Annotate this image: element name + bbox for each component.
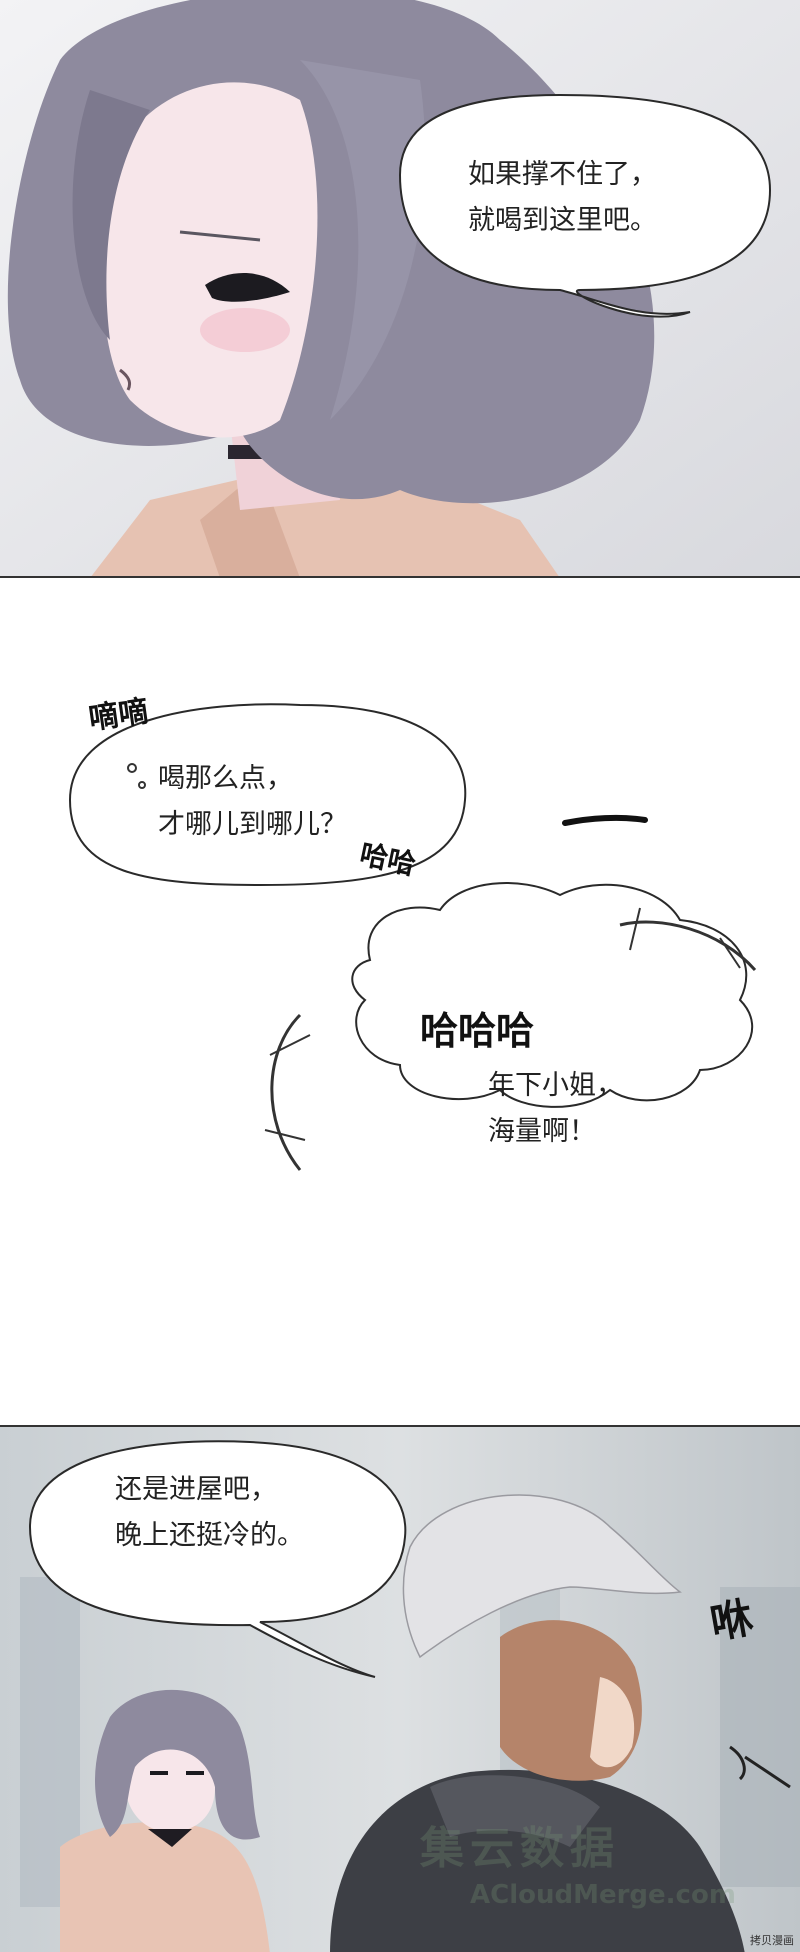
panel-top-art	[0, 0, 800, 576]
man-jacket	[330, 1769, 745, 1952]
emphasis-arc-left	[270, 1013, 302, 1171]
man-face	[590, 1677, 635, 1768]
bubble-right-line-2: 海量啊！	[488, 1116, 596, 1147]
woman-shirt	[60, 1822, 270, 1952]
panel-bottom-art	[0, 1427, 800, 1952]
middle-art	[68, 703, 757, 1171]
speech-bubble-bottom	[28, 1440, 407, 1678]
cloud-bubble-right	[351, 882, 754, 1108]
bubble-bottom-line-2: 晚上还挺冷的。	[115, 1520, 304, 1551]
woman-face	[125, 1734, 215, 1832]
sfx-laugh-big: 哈哈哈	[420, 1009, 535, 1053]
bubble-right-line-1: 年下小姐，	[488, 1070, 623, 1101]
speech-bubble-left	[68, 703, 467, 887]
bubble-top-line-2: 就喝到这里吧。	[468, 205, 657, 236]
bubble-bottom-line-1: 还是进屋吧，	[115, 1474, 277, 1505]
eye	[205, 273, 290, 302]
bubble-left-line-1: 喝那么点，	[158, 763, 293, 794]
speech-bubble-top	[398, 93, 772, 318]
emphasis-arc-right	[619, 920, 757, 971]
watermark-main: 集云数据	[420, 1823, 620, 1874]
credit-text: 拷贝漫画	[750, 1934, 794, 1947]
bubble-top-line-1: 如果撑不住了，	[468, 159, 657, 190]
panel-top: 如果撑不住了， 就喝到这里吧。	[0, 0, 800, 578]
sfx-whisper: 嘀嘀	[86, 693, 151, 737]
man-cap	[402, 1494, 682, 1659]
bubble-left-line-2: 才哪儿到哪儿？	[158, 809, 347, 840]
panel-bottom: 还是进屋吧， 晚上还挺冷的。 咻	[0, 1425, 800, 1952]
watermark-sub: ACloudMerge.com	[470, 1880, 736, 1910]
woman-hair	[95, 1689, 260, 1840]
